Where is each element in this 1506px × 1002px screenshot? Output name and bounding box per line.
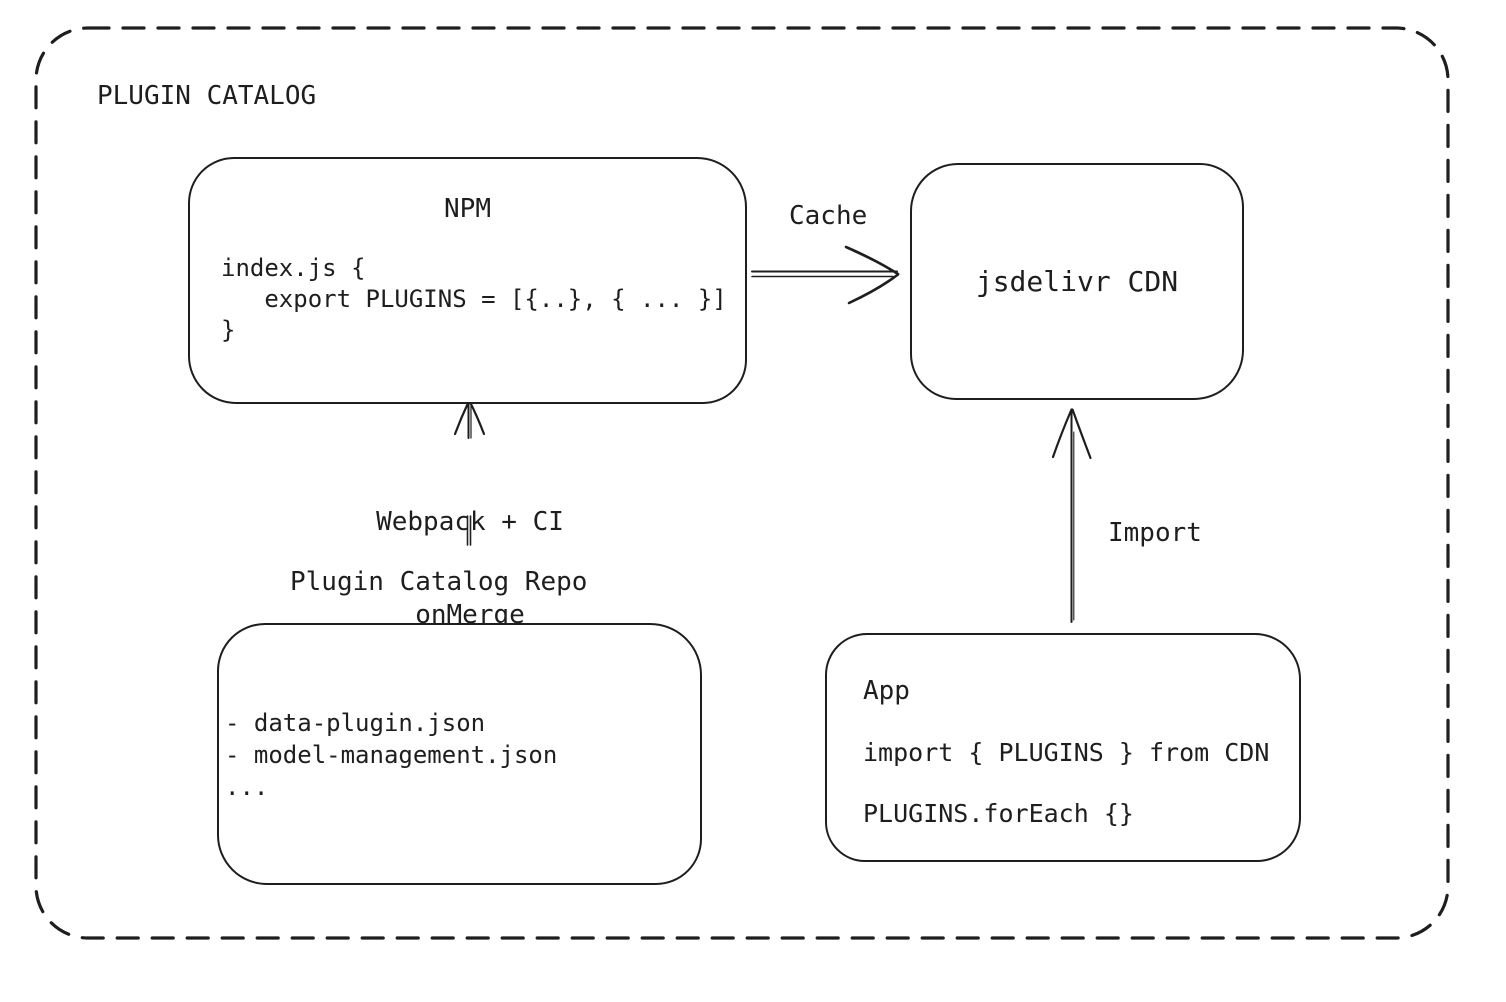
diagram-title: PLUGIN CATALOG (97, 81, 317, 111)
cdn-node-label: jsdelivr CDN (975, 264, 1179, 298)
import-arrow (1051, 408, 1092, 623)
npm-code-line: export PLUGINS = [{..}, { ... }] (221, 285, 727, 313)
npm-node-title: NPM (444, 194, 491, 224)
repo-file-item: ... (225, 773, 269, 801)
repo-file-list: - data-plugin.json - model-management.js… (225, 707, 557, 803)
repo-file-item: - model-management.json (225, 741, 558, 769)
build-edge-label-line: Webpack + CI (376, 507, 564, 537)
app-node-title: App (863, 676, 910, 706)
app-node: App import { PLUGINS } from CDN PLUGINS.… (825, 633, 1301, 862)
repo-node-caption: Plugin Catalog Repo (290, 567, 588, 597)
cache-arrow (751, 245, 900, 305)
app-code-line: import { PLUGINS } from CDN (863, 738, 1270, 767)
build-arrow (453, 400, 486, 439)
import-edge-label: Import (1108, 518, 1202, 548)
cdn-node: jsdelivr CDN (910, 163, 1244, 400)
npm-node: NPM index.js { export PLUGINS = [{..}, {… (188, 157, 747, 404)
npm-code-line: index.js { (221, 254, 366, 282)
cache-edge-label: Cache (789, 201, 868, 231)
repo-file-item: - data-plugin.json (225, 709, 486, 737)
app-code-line: PLUGINS.forEach {} (863, 799, 1134, 828)
npm-code-block: index.js { export PLUGINS = [{..}, { ...… (221, 253, 727, 346)
npm-code-line: } (221, 316, 236, 344)
repo-node: - data-plugin.json - model-management.js… (217, 623, 702, 885)
